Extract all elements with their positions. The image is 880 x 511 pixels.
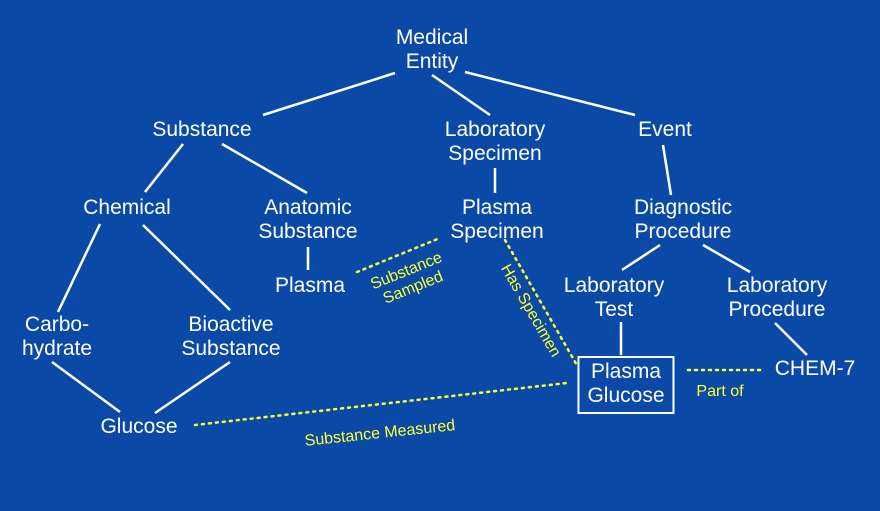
link-event-diagnostic (661, 144, 673, 196)
node-glucose: Glucose (100, 415, 178, 438)
node-chemical: Chemical (83, 196, 171, 219)
node-plasma: Plasma (274, 274, 346, 297)
link-substance-sampled (355, 236, 442, 274)
node-medical-entity: Medical Entity (395, 26, 469, 73)
node-laboratory-procedure: Laboratory Procedure (726, 274, 828, 321)
node-diagnostic-procedure: Diagnostic Procedure (633, 196, 733, 243)
node-plasma-glucose: Plasma Glucose (577, 356, 675, 414)
node-bioactive-substance: Bioactive Substance (181, 313, 281, 360)
node-carbohydrate: Carbo- hydrate (21, 313, 93, 360)
link-bioactive-glucose (154, 360, 231, 415)
link-entity-event (464, 70, 636, 117)
link-entity-substance (262, 71, 396, 117)
link-carbohydrate-glucose (51, 360, 121, 414)
link-substance-anatomic (221, 142, 308, 195)
link-chemical-carbohydrate (56, 223, 102, 313)
link-entity-lab-specimen (431, 73, 491, 117)
node-chem7: CHEM-7 (774, 357, 856, 380)
node-substance: Substance (152, 118, 252, 141)
link-diagnostic-lab-procedure (702, 243, 751, 274)
node-laboratory-test: Laboratory Test (563, 274, 665, 321)
relation-part-of: Part of (696, 383, 744, 400)
link-diagnostic-lab-test (621, 243, 661, 272)
node-anatomic-substance: Anatomic Substance (258, 196, 358, 243)
link-chemical-bioactive (142, 224, 231, 311)
link-has-specimen (503, 238, 580, 369)
link-substance-measured (193, 381, 569, 427)
node-event: Event (638, 118, 692, 141)
link-lab-procedure-chem7 (774, 322, 808, 356)
node-laboratory-specimen: Laboratory Specimen (444, 118, 546, 165)
node-plasma-specimen: Plasma Specimen (450, 196, 544, 243)
link-substance-chemical (144, 143, 184, 193)
